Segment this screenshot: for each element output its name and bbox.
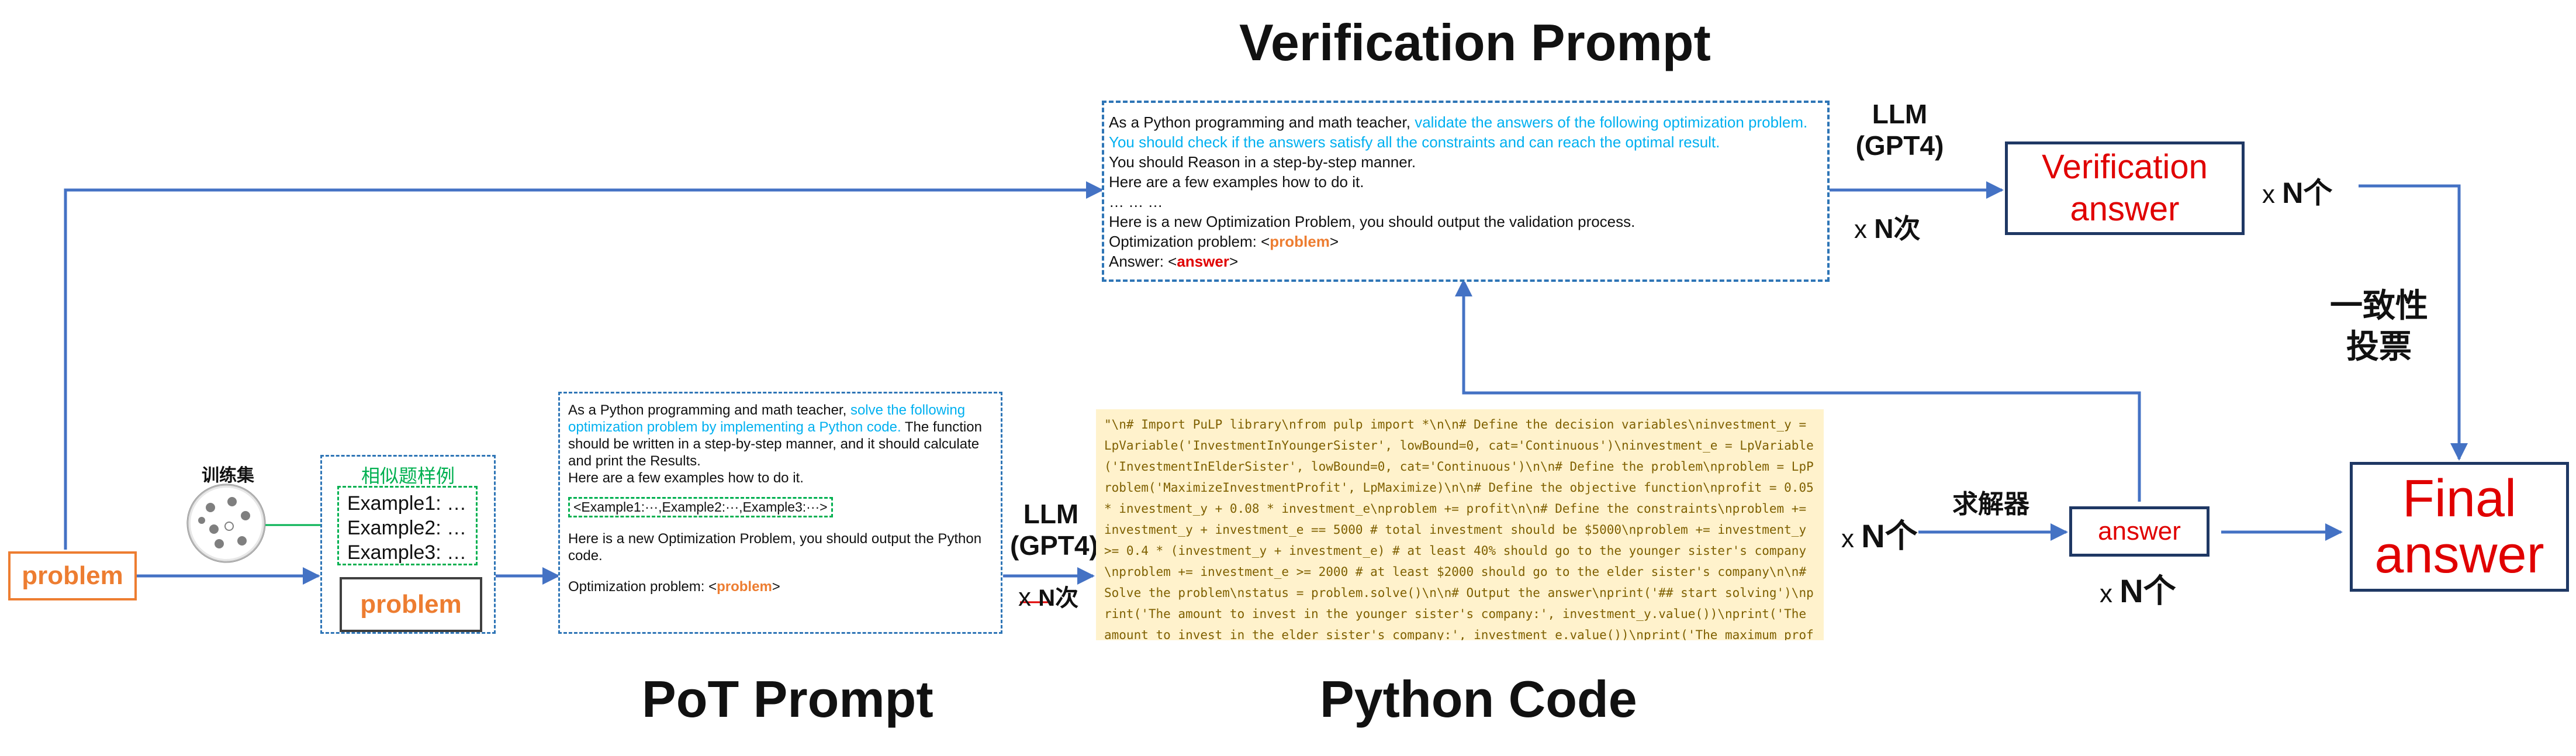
verification-examples-line: Here are a few examples how to do it. (1109, 173, 1364, 191)
arrow-verification-to-final (2359, 184, 2468, 461)
problem-inner-label: problem (360, 590, 462, 619)
verification-intro: As a Python programming and math teacher… (1109, 113, 1808, 151)
pot-prompt-examples-intro: Here are a few examples how to do it. (568, 470, 804, 486)
example-2: Example2: … (347, 517, 467, 539)
llm-top-times: x N次 (1854, 213, 1921, 244)
problem-inner-box: problem (340, 577, 482, 632)
answer-box: answer (2069, 506, 2210, 557)
arrow-problem-to-verification (64, 181, 1104, 550)
verification-answer-line1: Verification (2042, 148, 2208, 186)
llm-left-label: LLM (GPT4) (1010, 499, 1098, 561)
verification-ellipsis: … … … (1109, 193, 1163, 210)
pot-prompt-new-problem: Here is a new Optimization Problem, you … (568, 531, 982, 564)
title-python-code: Python Code (1320, 670, 1637, 728)
problem-label: problem (22, 561, 123, 590)
similar-examples-container: 相似题样例 Example1: … Example2: … Example3: … (320, 455, 496, 634)
consistency-vote-label: 一致性 投票 (2330, 287, 2428, 365)
solver-label: 求解器 (1952, 490, 2029, 519)
verification-new-problem: Here is a new Optimization Problem, you … (1109, 213, 1635, 230)
title-pot-prompt: PoT Prompt (642, 670, 933, 728)
verification-answer-box: Verification answer (2005, 141, 2245, 235)
title-verification-prompt: Verification Prompt (1239, 13, 1711, 71)
verification-problem-line: Optimization problem: <problem> (1109, 233, 1339, 250)
pot-prompt-intro: As a Python programming and math teacher… (568, 402, 982, 469)
pot-prompt-examples-placeholder: <Example1:···,Example2:···,Example3:···> (568, 497, 833, 517)
llm-top-label: LLM (GPT4) (1855, 99, 1944, 161)
pot-prompt-problem-line: Optimization problem: <problem> (568, 579, 780, 595)
example-1: Example1: … (347, 492, 467, 515)
llm-left-times: x N次 (1018, 583, 1079, 612)
python-code-block: "\n# Import PuLP library\nfrom pulp impo… (1096, 409, 1824, 640)
verification-prompt-box: As a Python programming and math teacher… (1102, 101, 1830, 282)
similar-examples-title: 相似题样例 (361, 465, 455, 486)
verification-reason-line: You should Reason in a step-by-step mann… (1109, 153, 1416, 171)
verification-answer-times: x N个 (2262, 177, 2333, 209)
verification-task-highlight: validate the answers of the following op… (1109, 113, 1808, 151)
examples-list: Example1: … Example2: … Example3: … (337, 486, 478, 565)
example-3: Example3: … (347, 541, 467, 564)
python-code-text: "\n# Import PuLP library\nfrom pulp impo… (1104, 417, 1814, 640)
final-answer-line1: Final (2402, 470, 2517, 528)
final-answer-box: Final answer (2350, 462, 2569, 592)
pot-prompt-box: As a Python programming and math teacher… (558, 392, 1002, 634)
answer-label: answer (2098, 517, 2181, 546)
verification-answer-line2: answer (2070, 190, 2180, 228)
training-set-cluster (186, 484, 266, 563)
train-set-label: 训练集 (202, 466, 254, 485)
answer-times: x N个 (2100, 572, 2176, 609)
problem-box: problem (8, 551, 137, 600)
final-answer-line2: answer (2374, 526, 2544, 584)
code-times: x N个 (1841, 517, 1918, 554)
pot-task-highlight: solve the following optimization problem… (568, 402, 966, 435)
arrow-answer-to-verification (1455, 279, 2141, 502)
verification-answer-line: Answer: <answer> (1109, 253, 1239, 270)
